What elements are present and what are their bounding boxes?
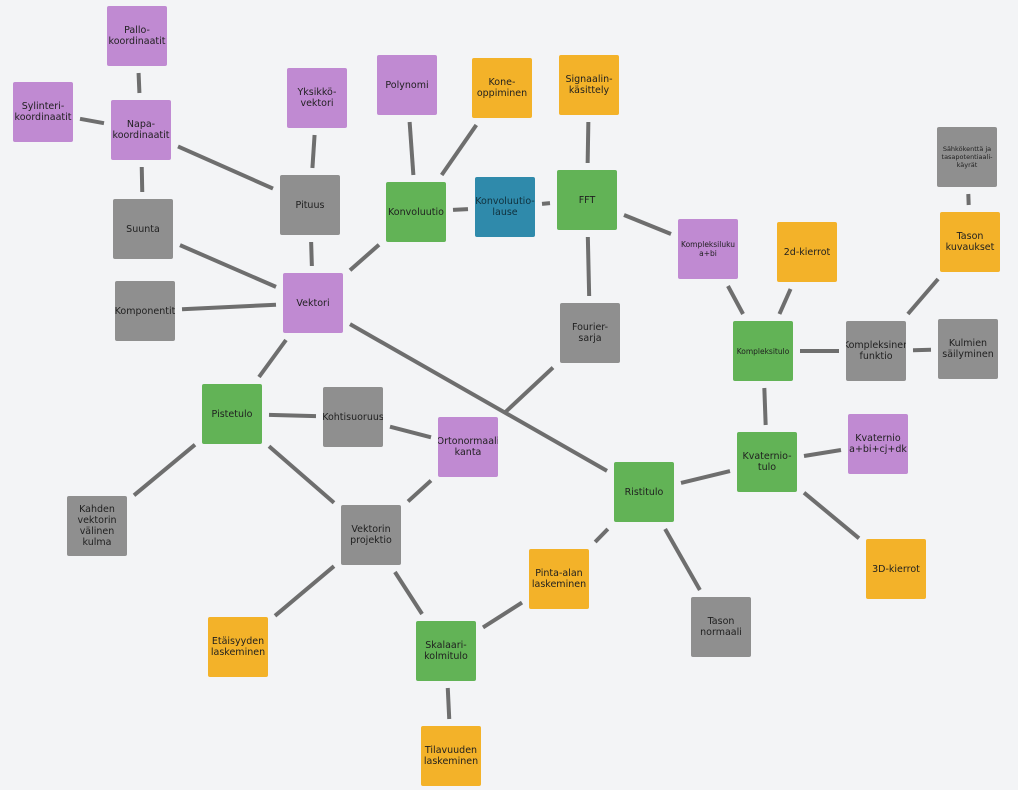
node-kone[interactable]: Kone- oppiminen [472, 58, 532, 118]
edge-kone-konvoluutio [440, 123, 478, 177]
node-tasonnorm[interactable]: Tason normaali [691, 597, 751, 657]
node-vektori[interactable]: Vektori [283, 273, 343, 333]
edge-ortonormaali-projektio [406, 479, 433, 503]
edge-kompleksitulo-kvaterniotulo [762, 387, 768, 426]
edge-napa-pituus [177, 144, 274, 191]
node-polynomi[interactable]: Polynomi [377, 55, 437, 115]
node-pallo[interactable]: Pallo- koordinaatit [107, 6, 167, 66]
edge-fft-komplekslukuab [623, 213, 672, 236]
edge-fourier-ortonormaali [503, 366, 555, 414]
edge-yksikko-pituus [310, 134, 317, 169]
node-ortonormaali[interactable]: Ortonormaali kanta [438, 417, 498, 477]
edge-kierrot2d-kompleksitulo [777, 288, 793, 315]
node-projektio[interactable]: Vektorin projektio [341, 505, 401, 565]
node-kvaternio[interactable]: Kvaternio a+bi+cj+dk [848, 414, 908, 474]
node-skalaari[interactable]: Skalaari- kolmitulo [416, 621, 476, 681]
node-kvaterniotulo[interactable]: Kvaternio- tulo [737, 432, 797, 492]
edge-pintaala-skalaari [481, 600, 524, 630]
node-sylinteri[interactable]: Sylinteri- koordinaatit [13, 82, 73, 142]
edge-pallo-napa [136, 72, 142, 94]
node-yksikko[interactable]: Yksikkö- vektori [287, 68, 347, 128]
node-kahden[interactable]: Kahden vektorin välinen kulma [67, 496, 127, 556]
node-napa[interactable]: Napa- koordinaatit [111, 100, 171, 160]
edge-pistetulo-kahden [132, 443, 197, 497]
node-kierrot3d[interactable]: 3D-kierrot [866, 539, 926, 599]
node-pituus[interactable]: Pituus [280, 175, 340, 235]
edge-vektori-konvoluutio [348, 243, 381, 272]
node-konvlause[interactable]: Konvoluutio- lause [475, 177, 535, 237]
edge-kvaterniotulo-kierrot3d [802, 491, 861, 540]
node-pistetulo[interactable]: Pistetulo [202, 384, 262, 444]
edge-komponentit-vektori [181, 302, 277, 312]
edge-polynomi-konvoluutio [407, 121, 416, 176]
node-konvoluutio[interactable]: Konvoluutio [386, 182, 446, 242]
node-etaisyys[interactable]: Etäisyyden laskeminen [208, 617, 268, 677]
node-kierrot2d[interactable]: 2d-kierrot [777, 222, 837, 282]
edge-sylinteri-napa [79, 116, 105, 126]
node-fourier[interactable]: Fourier- sarja [560, 303, 620, 363]
edge-vektori-ristitulo [349, 322, 608, 473]
edge-komplekslukuab-kompleksitulo [726, 285, 745, 315]
edge-kohtisuoruus-ortonormaali [389, 424, 432, 440]
edge-vektori-pistetulo [257, 338, 288, 379]
edge-pituus-vektori [309, 241, 314, 267]
edge-ristitulo-pintaala [593, 527, 610, 544]
edge-fft-fourier [585, 236, 592, 297]
node-suunta[interactable]: Suunta [113, 199, 173, 259]
node-tilavuus[interactable]: Tilavuuden laskeminen [421, 726, 481, 786]
edge-projektio-skalaari [393, 570, 424, 616]
edge-signaali-fft [585, 121, 591, 164]
edge-kvaternio-kvaterniotulo [803, 448, 842, 458]
edge-konvlause-fft [541, 201, 551, 206]
edge-kompfunktio-tasonkuv [906, 277, 940, 316]
edge-napa-suunta [139, 166, 145, 193]
node-komponentit[interactable]: Komponentit [115, 281, 175, 341]
node-komplekslukuab[interactable]: Kompleksiluku a+bi [678, 219, 738, 279]
node-tasonkuv[interactable]: Tason kuvaukset [940, 212, 1000, 272]
node-kompfunktio[interactable]: Kompleksinen funktio [846, 321, 906, 381]
edge-skalaari-tilavuus [445, 687, 452, 720]
edge-pistetulo-projektio [267, 444, 336, 505]
node-pintaala[interactable]: Pinta-alan laskeminen [529, 549, 589, 609]
node-kulmien[interactable]: Kulmien säilyminen [938, 319, 998, 379]
node-ristitulo[interactable]: Ristitulo [614, 462, 674, 522]
node-kohtisuoruus[interactable]: Kohtisuoruus [323, 387, 383, 447]
edge-suunta-vektori [179, 243, 277, 289]
edge-projektio-etaisyys [273, 564, 336, 618]
node-fft[interactable]: FFT [557, 170, 617, 230]
edge-konvoluutio-konvlause [452, 207, 469, 212]
node-signaali[interactable]: Signaalin- käsittely [559, 55, 619, 115]
node-sahko[interactable]: Sähkökenttä ja tasapotentiaali- käyrät [937, 127, 997, 187]
edge-kvaterniotulo-ristitulo [680, 469, 731, 485]
edge-pistetulo-kohtisuoruus [268, 412, 317, 419]
node-kompleksitulo[interactable]: Kompleksitulo [733, 321, 793, 381]
edge-ristitulo-tasonnorm [663, 528, 702, 591]
